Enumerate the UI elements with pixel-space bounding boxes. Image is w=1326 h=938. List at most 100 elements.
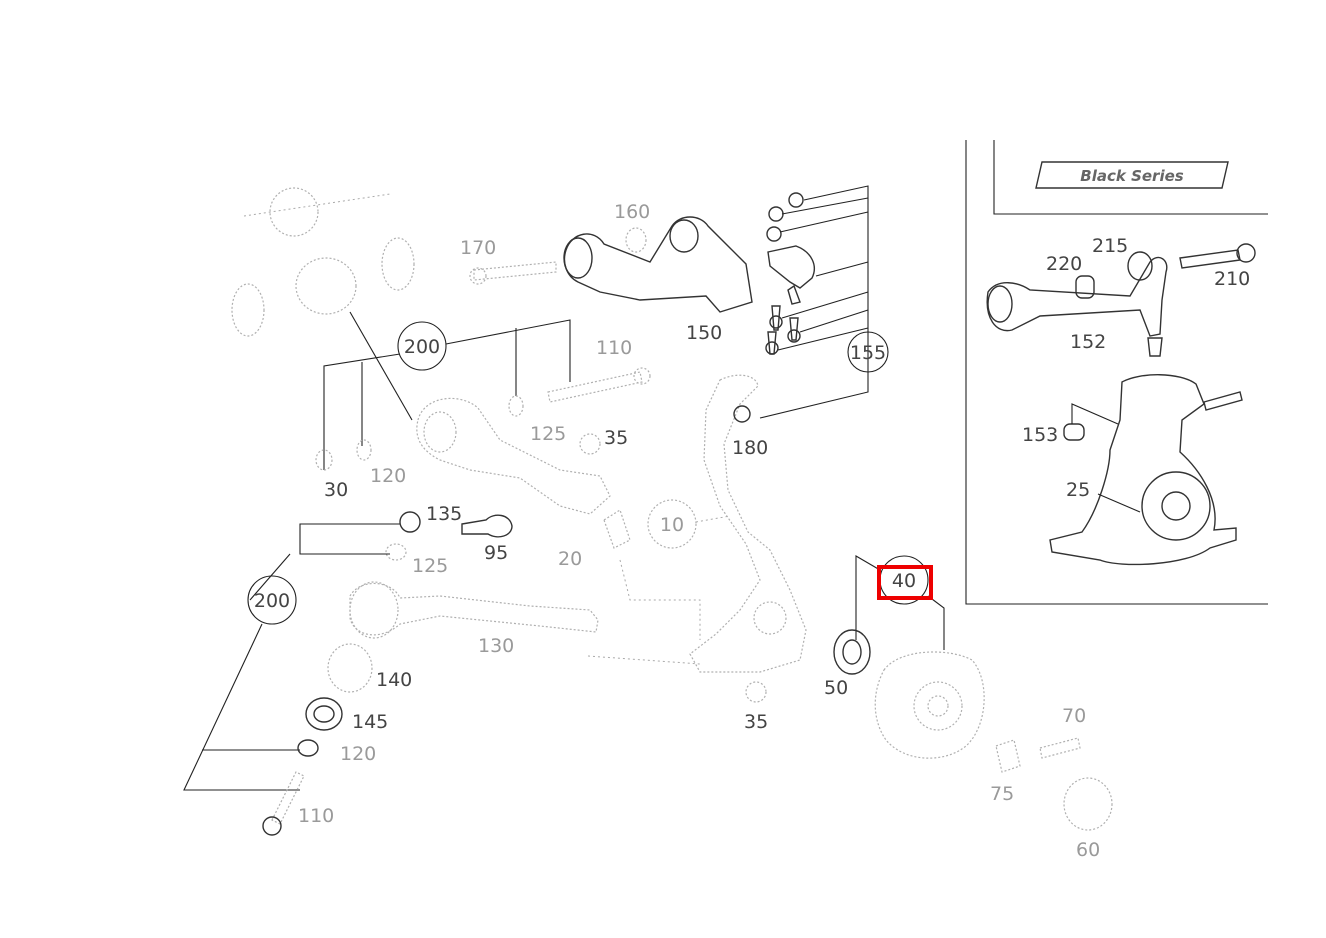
knuckle-group: 10 180 35 bbox=[587, 374, 807, 733]
bushing-145-inner bbox=[313, 705, 335, 723]
upper-arm-group: 155 160 170 150 bbox=[460, 185, 889, 419]
upper-arm-bushing bbox=[563, 237, 593, 279]
nut-35a bbox=[579, 433, 601, 455]
black-series-badge-shape bbox=[1035, 161, 1229, 189]
ball-joint-155 bbox=[767, 245, 815, 289]
callout-circle-200b bbox=[247, 575, 297, 625]
leader-faded-top bbox=[243, 193, 391, 217]
leader-faded-10 bbox=[695, 515, 731, 523]
arrow-to-carrier bbox=[349, 311, 413, 421]
washer-120a bbox=[356, 439, 372, 461]
callout-140: 140 bbox=[376, 669, 412, 691]
washer-120b bbox=[297, 739, 319, 757]
upper-control-arm-150 bbox=[563, 216, 753, 313]
washer-155a bbox=[769, 315, 783, 329]
bushing-left bbox=[231, 283, 265, 337]
washer-155b bbox=[787, 329, 801, 343]
callout-110b: 110 bbox=[298, 805, 334, 827]
bolt-110a bbox=[547, 371, 643, 403]
callout-135: 135 bbox=[426, 503, 462, 525]
inset-hub-flange bbox=[1141, 471, 1211, 541]
bolt-head-110b bbox=[262, 816, 282, 836]
bushing-large bbox=[295, 257, 357, 315]
callout-95: 95 bbox=[484, 542, 508, 564]
callout-145: 145 bbox=[352, 711, 388, 733]
leader-200b-bottom bbox=[183, 623, 300, 791]
callout-25: 25 bbox=[1066, 479, 1090, 501]
leader-155-bracket bbox=[759, 185, 869, 419]
black-series-inset: Black Series 215 220 210 152 153 25 bbox=[965, 140, 1268, 605]
callout-35a: 35 bbox=[604, 427, 628, 449]
leader-40-left bbox=[855, 555, 881, 640]
leader-40-right bbox=[927, 595, 945, 650]
inset-bolt-210 bbox=[1179, 249, 1241, 269]
leader-155g bbox=[777, 327, 869, 351]
leader-155c bbox=[779, 211, 869, 233]
seal-50 bbox=[833, 629, 871, 675]
nut-75 bbox=[995, 739, 1021, 773]
bushing-140 bbox=[327, 643, 373, 693]
callout-125: 125 bbox=[530, 423, 566, 445]
cap-60 bbox=[1063, 777, 1113, 831]
leader-faded-130 bbox=[587, 655, 701, 665]
carrier-bushing bbox=[423, 411, 457, 453]
inset-knuckle-arm bbox=[1203, 391, 1243, 411]
callout-180: 180 bbox=[732, 437, 768, 459]
part-40-hotspot[interactable] bbox=[879, 567, 931, 598]
inset-bushing-220 bbox=[1075, 275, 1095, 299]
front-carrier bbox=[416, 397, 611, 515]
bushing-135 bbox=[399, 511, 421, 533]
nut-155b bbox=[768, 206, 784, 222]
callout-152: 152 bbox=[1070, 331, 1106, 353]
leader-155e bbox=[781, 291, 869, 319]
leader-155b bbox=[781, 197, 869, 215]
callout-10: 10 bbox=[660, 514, 684, 536]
washer-125 bbox=[385, 543, 407, 561]
arm-bushing-130 bbox=[349, 581, 399, 639]
callout-75: 75 bbox=[990, 783, 1014, 805]
upper-arm-bushing-rear bbox=[669, 219, 699, 253]
callout-20: 20 bbox=[558, 548, 582, 570]
inset-upper-control-arm bbox=[986, 256, 1168, 337]
highlight-box-40 bbox=[877, 565, 933, 600]
callout-170: 170 bbox=[460, 237, 496, 259]
knuckle-bore bbox=[753, 601, 787, 635]
leader-155f bbox=[799, 309, 869, 333]
bushing-right bbox=[381, 237, 415, 291]
inset-hub-center bbox=[1161, 491, 1191, 521]
callout-70: 70 bbox=[1062, 705, 1086, 727]
callout-125b: 125 bbox=[412, 555, 448, 577]
callout-160: 160 bbox=[614, 201, 650, 223]
callout-150: 150 bbox=[686, 322, 722, 344]
ball-joint-95 bbox=[461, 514, 513, 538]
callout-155: 155 bbox=[850, 342, 886, 364]
inset-arm-bushing bbox=[987, 285, 1013, 323]
nut-180 bbox=[733, 405, 751, 423]
callout-120a: 120 bbox=[370, 465, 406, 487]
stud-70 bbox=[1039, 737, 1081, 759]
callout-200b: 200 bbox=[254, 590, 290, 612]
inset-header-frame bbox=[993, 140, 1268, 215]
bolt-20 bbox=[603, 509, 631, 549]
callout-200a: 200 bbox=[404, 336, 440, 358]
callout-215: 215 bbox=[1092, 235, 1128, 257]
callout-60: 60 bbox=[1076, 839, 1100, 861]
inset-stop-153 bbox=[1063, 423, 1085, 441]
lower-front-group: 200 110 35 30 120 125 135 95 20 125 bbox=[315, 319, 651, 577]
hub-flange bbox=[913, 681, 963, 731]
leader-faded-knuckle bbox=[619, 559, 701, 640]
inset-ball-joint bbox=[1147, 337, 1163, 357]
bolt-155b bbox=[789, 317, 799, 341]
bolt-head-110a bbox=[633, 367, 651, 385]
callout-circle-155 bbox=[847, 331, 889, 373]
callout-circle-200a bbox=[397, 321, 447, 371]
washer-200a bbox=[508, 395, 524, 417]
callout-110a: 110 bbox=[596, 337, 632, 359]
nut-155a bbox=[788, 192, 804, 208]
black-series-badge: Black Series bbox=[1080, 167, 1183, 185]
callout-210: 210 bbox=[1214, 268, 1250, 290]
inset-arm-bushing-215 bbox=[1127, 251, 1153, 281]
leader-200a-left bbox=[323, 353, 401, 470]
bushing-145 bbox=[305, 697, 343, 731]
